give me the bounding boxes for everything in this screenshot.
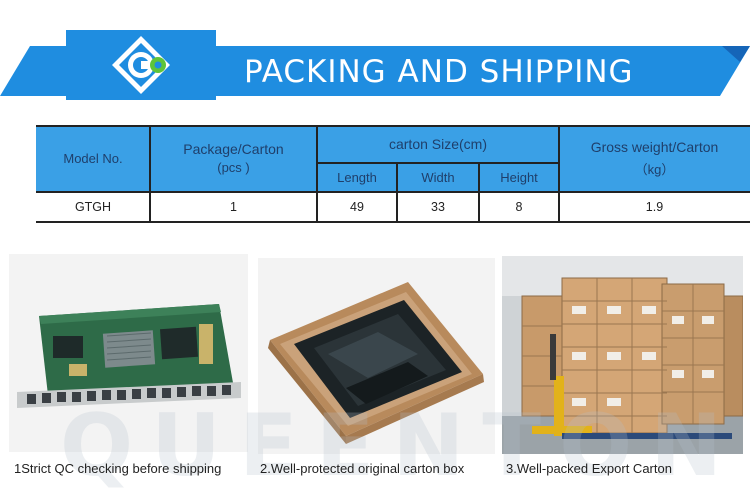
header-weight-unit: （kg） [634, 161, 675, 177]
header-package-label: Package/Carton [183, 141, 284, 157]
header-width-label: Width [421, 169, 455, 185]
table-col-rule [149, 125, 151, 223]
cell-length: 49 [350, 200, 364, 214]
header-package-unit: (pcs ) [217, 160, 250, 175]
table-top-rule [36, 125, 750, 127]
table-col-rule [396, 163, 398, 223]
cell-width: 33 [431, 200, 445, 214]
photo-qc-board [9, 254, 248, 452]
spec-table: Model No. Package/Carton (pcs ) carton S… [36, 125, 750, 223]
header-weight: Gross weight/Carton （kg） [559, 125, 750, 191]
cell-height: 8 [515, 200, 523, 214]
cell-model: GTGH [74, 200, 112, 214]
header-height: Height [479, 163, 559, 191]
header-carton-size: carton Size(cm) [317, 125, 559, 163]
header-model-label: Model No. [63, 150, 123, 166]
table-col-rule [478, 163, 480, 223]
cell-package: 1 [230, 200, 237, 214]
warehouse-cartons-image [502, 256, 743, 454]
photo-export-cartons [502, 256, 743, 454]
photo-carton-box [258, 258, 495, 454]
carton-box-image [258, 258, 495, 454]
caption-qc: 1Strict QC checking before shipping [14, 461, 222, 476]
header-height-label: Height [500, 169, 538, 185]
table-col-rule [316, 125, 318, 223]
header-weight-label: Gross weight/Carton [590, 138, 719, 155]
header-package: Package/Carton (pcs ) [150, 125, 317, 191]
banner-title: PACKING AND SHIPPING [244, 54, 634, 90]
header-carton-size-label: carton Size(cm) [388, 136, 488, 152]
circuit-board-image [9, 254, 248, 452]
header-length-label: Length [337, 169, 377, 185]
queenton-logo-icon [112, 36, 170, 94]
header-model: Model No. [36, 125, 150, 191]
caption-export: 3.Well-packed Export Carton [506, 461, 672, 476]
cell-weight: 1.9 [645, 200, 664, 214]
table-subheader-rule [317, 162, 559, 164]
caption-carton: 2.Well-protected original carton box [260, 461, 465, 476]
table-header-rule [36, 191, 750, 193]
table-col-rule [558, 125, 560, 223]
header-width: Width [397, 163, 479, 191]
logo-box [66, 30, 216, 100]
header-length: Length [317, 163, 397, 191]
table-bottom-rule [36, 221, 750, 223]
